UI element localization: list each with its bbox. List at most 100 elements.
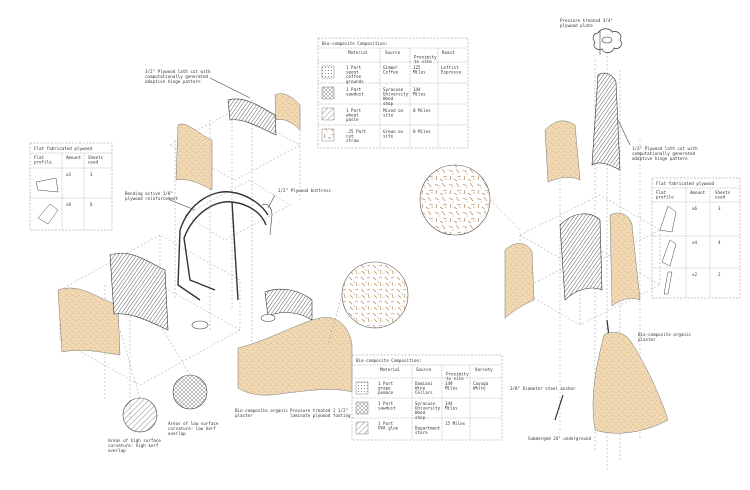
tall-trapezoid-profile-icon [659,205,677,233]
bending-active-label: Bending active 1/8"plywood reinforcement [125,191,178,201]
top-row4-proximity: 0 Miles [413,129,431,134]
bottom-comp-title: Bio-composite Composition: [356,358,422,363]
quad-profile-icon [37,203,59,225]
right-flat-row2-sheets: 4 [718,240,721,245]
right-upper-hinge-lattice [591,72,621,171]
bending-active-reinforcement-2 [183,201,267,239]
sliver-profile-icon [663,271,673,295]
footing-disc-1 [191,320,209,330]
top-row1-source: Gimme!Coffee [383,65,399,75]
plywood-plate [592,28,622,53]
plaster-mix-detail-left [341,261,409,329]
left-top-plaster-lath [175,123,213,191]
steel-anchor-2 [554,394,564,421]
plate-label: Pressure treated 3/4"plywood plate [560,18,613,28]
sawdust-icon-top [321,86,335,100]
right-mid-hinge-lattice [559,213,603,301]
sawdust-icon-bottom [355,401,369,415]
narrow-quad-profile-icon [661,239,677,267]
bottom-comp-header-source: Source [416,367,432,372]
low-curvature-detail [172,374,208,410]
right-mid-plaster-left [504,243,535,319]
top-comp-header-material: Material [348,50,369,55]
right-upper-plaster [544,120,581,183]
right-bottom-plaster-cone [592,332,669,434]
right-mid-plaster-right [609,212,641,307]
straw-icon [321,128,335,142]
trapezoid-profile-icon [35,177,59,193]
left-flat-row2-sheets: 6 [90,202,93,207]
bottom-row3-proximity: 15 Miles [445,421,466,426]
right-callouts: Pressure treated 3/4"plywood plate 1/2" … [510,18,698,441]
top-row3-proximity: 0 Miles [413,108,431,113]
bottom-composition-table: Bio-composite Composition: Material Sour… [351,354,503,441]
top-comp-header-source: Source [385,50,401,55]
left-flat-table-title: Flat fabricated plywood [34,146,92,151]
right-flat-row1-sheets: 3 [718,206,721,211]
right-flat-row1-amount: x6 [692,206,698,211]
right-flat-row3-sheets: 2 [718,272,721,277]
right-flat-header-amount: Amount [690,190,706,195]
right-flat-row3-amount: x2 [692,272,698,277]
buttress-label: 1/2" Plywood buttress [278,188,331,193]
left-flat-row1-amount: x3 [66,172,72,177]
left-flat-row2-amount: x6 [66,202,72,207]
wheat-paste-icon [321,107,335,121]
glue-icon [355,421,369,435]
bending-active-reinforcement [179,191,269,231]
bottom-comp-header-material: Material [380,367,401,372]
left-main-plaster-shell [57,287,121,356]
plaster-mix-detail-center [419,164,491,236]
left-top-hinge-lattice [227,98,277,136]
high-curvature-detail [122,397,158,433]
right-flat-table-title: Flat fabricated plywood [656,181,714,186]
bottom-comp-header-extra: Variety [475,367,493,372]
footing-label: Pressure treated 1 1/2"laminate plywood … [290,408,351,418]
plywood-buttress [261,203,273,236]
bending-active-legs [177,201,239,301]
right-assembly [504,28,669,470]
left-assembly [57,93,409,433]
left-top-right-plaster [274,93,301,131]
coffee-grounds-icon [321,65,335,79]
anchor-label: 3/8" Diameter steel anchor [510,386,576,391]
left-flat-row1-sheets: 3 [90,172,93,177]
right-flat-row2-amount: x4 [692,240,698,245]
footing-disc-2 [260,314,276,322]
left-flat-header-amount: Amount [66,155,82,160]
grape-pomace-icon [355,381,369,395]
footing-plaster [237,317,353,396]
left-main-hinge-lattice [109,252,169,331]
